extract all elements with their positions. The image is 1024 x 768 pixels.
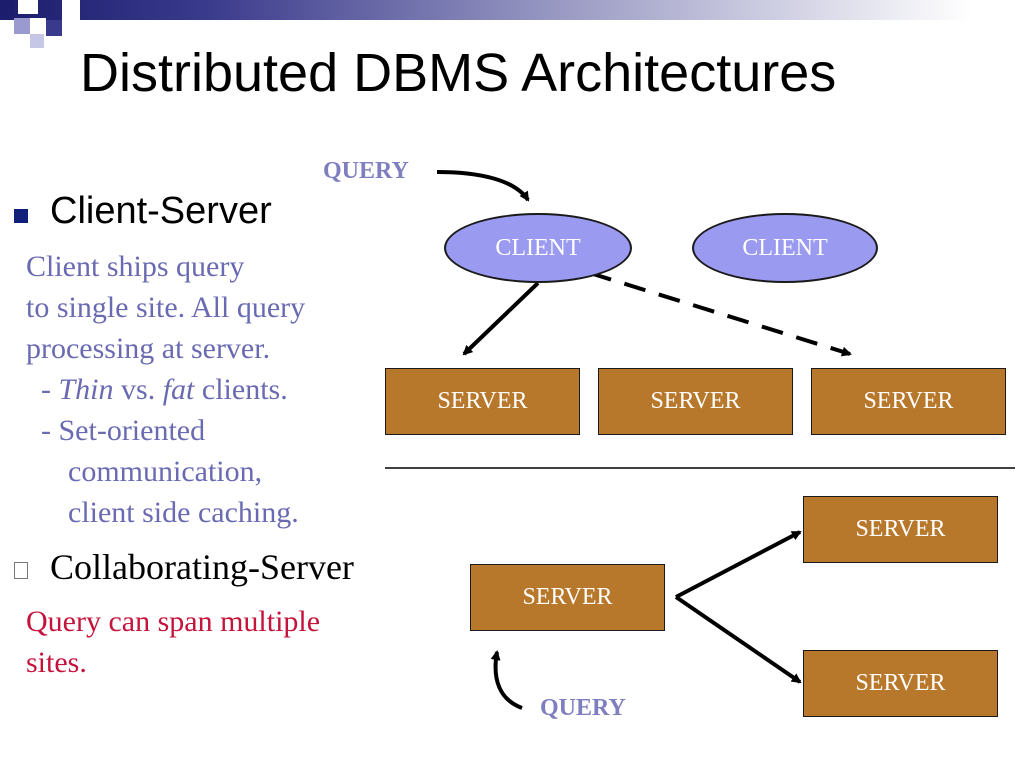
decor-square	[0, 0, 14, 14]
desc-line: client side caching.	[68, 496, 299, 529]
server-node-target: SERVER	[803, 650, 998, 717]
server-node-source: SERVER	[470, 564, 665, 631]
fat-word: fat	[162, 373, 195, 406]
query-label-bottom: QUERY	[540, 695, 626, 721]
decor-square	[30, 34, 44, 48]
server-node: SERVER	[598, 368, 793, 435]
client-server-heading: Client-Server	[50, 190, 272, 232]
client-to-server-dashed-arrow	[589, 271, 852, 357]
desc-line: communication,	[68, 455, 263, 488]
slide-title: Distributed DBMS Architectures	[80, 43, 837, 103]
decor-square	[18, 0, 38, 14]
server-node: SERVER	[385, 368, 580, 435]
desc-line: processing at server.	[26, 332, 271, 365]
decor-square	[62, 0, 80, 20]
desc-line: sites.	[26, 646, 87, 679]
server-node: SERVER	[811, 368, 1006, 435]
client-node: CLIENT	[444, 213, 632, 283]
query-label-top: QUERY	[323, 158, 409, 184]
collaborating-server-description: Query can span multiple sites.	[26, 601, 320, 683]
query-arrow-top	[436, 170, 530, 202]
desc-line: - Thin vs. fat clients.	[26, 369, 305, 410]
desc-text: -	[26, 373, 59, 406]
title-bar-gradient	[0, 0, 1024, 20]
client-server-description: Client ships query to single site. All q…	[26, 246, 305, 533]
server-to-server-arrow-down	[674, 595, 802, 684]
client-to-server-arrow	[462, 281, 540, 356]
thin-word: Thin	[58, 373, 114, 406]
desc-line: Client ships query	[26, 250, 245, 283]
desc-line: Query can span multiple	[26, 605, 321, 638]
desc-text: clients.	[194, 373, 288, 406]
query-arrow-bottom	[490, 650, 523, 710]
desc-text: vs.	[113, 373, 163, 406]
bullet-box-icon	[14, 562, 28, 579]
desc-line: to single site. All query	[26, 291, 306, 324]
collaborating-server-heading: Collaborating-Server	[50, 547, 354, 587]
server-node-target: SERVER	[803, 496, 998, 563]
desc-line: - Set-oriented	[26, 414, 206, 447]
decor-square	[30, 18, 46, 34]
client-node: CLIENT	[692, 213, 878, 283]
bullet-square-icon	[14, 209, 28, 223]
server-to-server-arrow-up	[675, 530, 802, 599]
decor-square	[46, 20, 62, 36]
decor-square	[14, 18, 30, 34]
